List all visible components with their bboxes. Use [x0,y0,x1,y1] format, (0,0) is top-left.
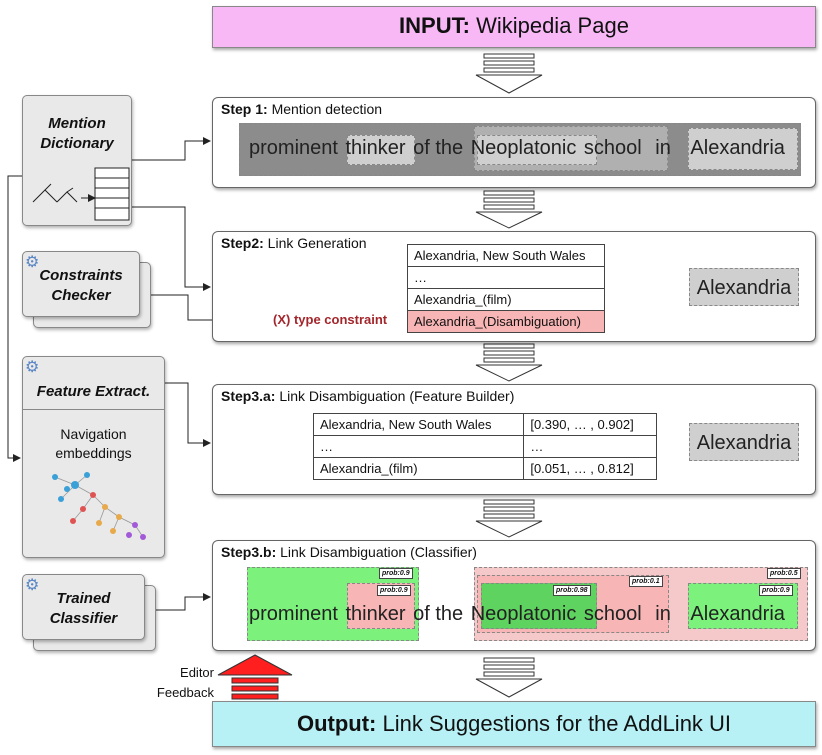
feedback-arrow [217,654,293,700]
step1-title: Step 1: Mention detection [221,101,383,117]
trained-classifier-box: ⚙ Trained Classifier [22,574,145,640]
table-row: Alexandria_(film) [407,288,605,311]
output-banner: Output: Link Suggestions for the AddLink… [212,701,816,747]
table-row: Alexandria_(Disambiguation) [407,310,605,333]
flow-arrow-2 [475,190,543,229]
step3b-sentence: prominent thinker of the Neoplatonic sch… [249,603,785,625]
step3b-box: Step3.b: Link Disambiguation (Classifier… [212,540,816,651]
table-row: Alexandria, New South Wales [407,244,605,267]
table-row: Alexandria, New South Wales[0.390, … , 0… [312,413,657,436]
constraints-checker-box: ⚙ Constraints Checker [22,251,140,317]
step3a-mention: Alexandria [689,423,799,461]
step2-box: Step2: Link Generation Alexandria, New S… [212,231,816,342]
flow-arrow-3 [475,343,543,382]
step1-neoplatonic-box [477,135,597,165]
step1-box: Step 1: Mention detection prominent thin… [212,97,816,188]
dictionary-trie-icon [32,167,130,221]
gear-icon: ⚙ [25,254,40,271]
output-label: Output: [296,711,377,736]
feature-extract-box: ⚙ Feature Extract. Navigation embeddings [22,356,165,558]
prob-badge: prob:0.98 [553,585,591,596]
step3a-feature-table: Alexandria, New South Wales[0.390, … , 0… [312,413,657,480]
step3a-title: Step3.a: Link Disambiguation (Feature Bu… [221,388,515,404]
output-text: Link Suggestions for the AddLink UI [382,711,732,736]
table-row: Alexandria_(film)[0.051, … , 0.812] [312,457,657,480]
editor-feedback-label: Editor Feedback [156,665,214,700]
input-text: Wikipedia Page [476,13,629,38]
step1-thinker-box [347,135,415,165]
step2-mention: Alexandria [689,268,799,306]
mention-dictionary-box: Mention Dictionary [22,95,132,226]
step2-title: Step2: Link Generation [221,235,367,251]
prob-badge: prob:0.9 [377,585,411,596]
prob-badge: prob:0.9 [759,585,793,596]
gear-icon: ⚙ [25,577,40,594]
flow-arrow-4 [475,499,543,538]
input-banner: INPUT: Wikipedia Page [212,6,816,48]
prob-badge: prob:0.5 [767,568,801,579]
feature-extract-header: ⚙ Feature Extract. [23,357,164,410]
constraints-checker-label: Constraints Checker [39,267,123,304]
step1-sentence: prominent thinker of the Neoplatonic sch… [249,137,785,159]
table-row: … [407,266,605,289]
table-row: …… [312,435,657,458]
flow-arrow-1 [475,53,543,94]
network-graph-icon [52,472,146,540]
prob-badge: prob:0.1 [629,576,663,587]
mention-dictionary-label: Mention Dictionary [40,115,114,152]
step1-alexandria-box [688,128,798,170]
gear-icon: ⚙ [25,359,40,376]
feature-extract-label: Feature Extract. [36,383,151,400]
step3b-title: Step3.b: Link Disambiguation (Classifier… [221,544,477,560]
navigation-embeddings-label: Navigation embeddings [55,426,132,461]
trained-classifier-label: Trained Classifier [49,590,118,627]
input-label: INPUT: [399,13,470,38]
flow-arrow-5 [475,657,543,698]
step3a-box: Step3.a: Link Disambiguation (Feature Bu… [212,384,816,495]
type-constraint-label: (X) type constraint [273,312,388,327]
prob-badge: prob:0.9 [379,568,413,579]
step2-candidates-table: Alexandria, New South Wales … Alexandria… [407,244,605,333]
